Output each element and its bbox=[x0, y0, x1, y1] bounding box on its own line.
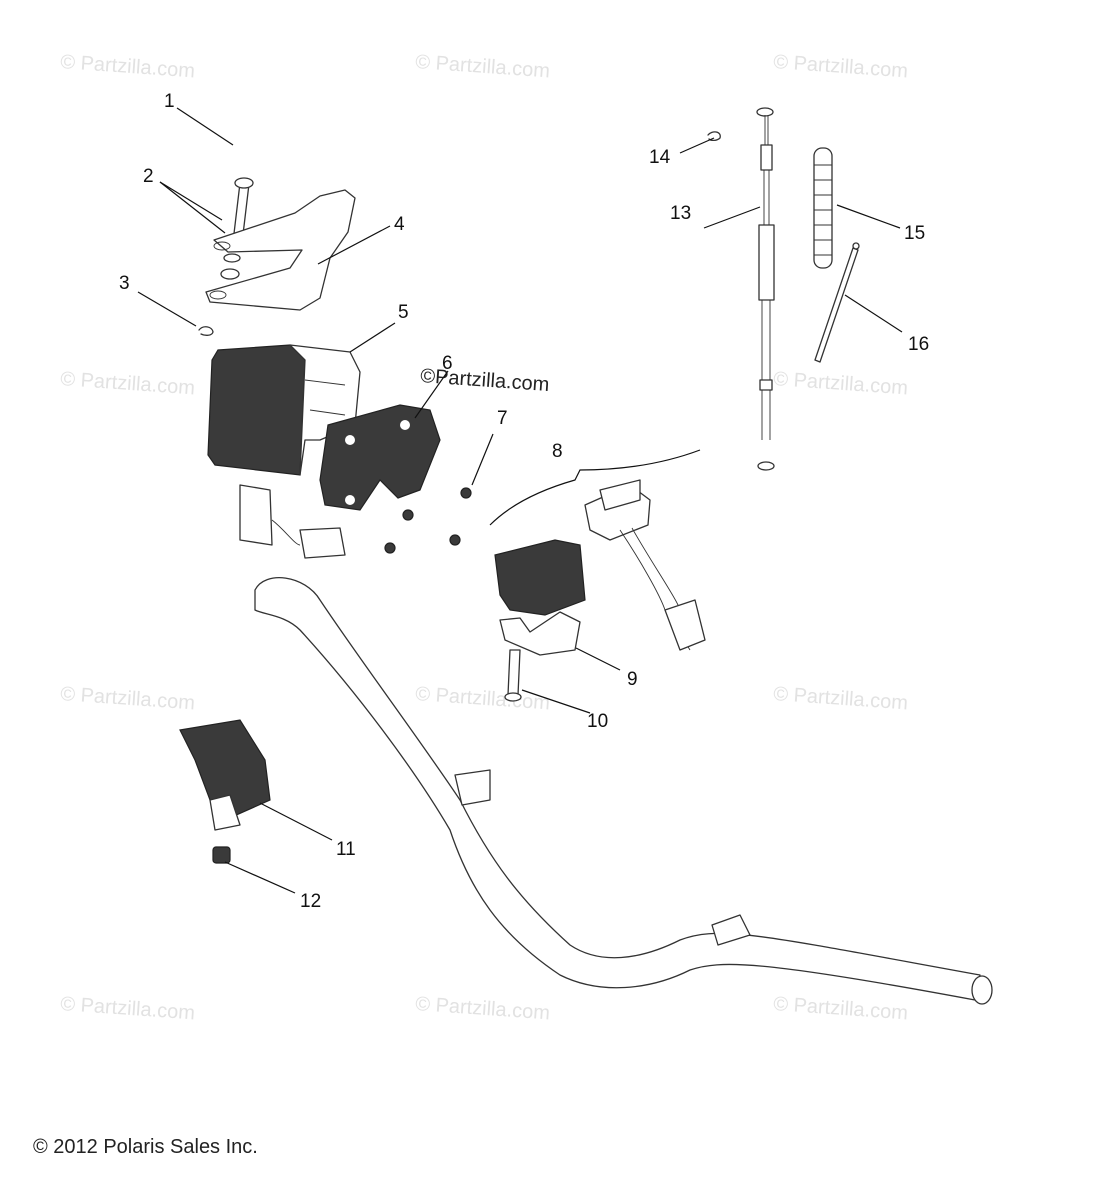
part-10-bolt bbox=[504, 649, 522, 702]
part-4-bracket bbox=[205, 189, 356, 311]
watermark: © Partzilla.com bbox=[60, 993, 196, 1024]
callout-label: 15 bbox=[904, 223, 925, 244]
part-13-cable bbox=[756, 107, 775, 471]
callout-label: 7 bbox=[497, 408, 508, 429]
callout-label: 13 bbox=[670, 203, 691, 224]
callout-label: 3 bbox=[119, 273, 130, 294]
callout-label: 12 bbox=[300, 891, 321, 912]
copyright-text: © 2012 Polaris Sales Inc. bbox=[33, 1136, 258, 1158]
callout-label: 2 bbox=[143, 166, 154, 187]
part-6-cover bbox=[319, 404, 441, 511]
part-3-clip bbox=[198, 326, 214, 336]
part-11-bracket bbox=[179, 719, 271, 831]
leader-lines bbox=[137, 107, 903, 894]
watermark: © Partzilla.com bbox=[773, 368, 909, 399]
watermark: © Partzilla.com bbox=[773, 51, 909, 82]
callout-labels: 1 2 3 4 5 6 7 8 9 10 11 12 13 14 15 16 bbox=[119, 91, 929, 912]
part-15-sleeve bbox=[813, 147, 833, 269]
handlebar bbox=[254, 577, 993, 1005]
callout-label: 8 bbox=[552, 441, 563, 462]
watermark: © Partzilla.com bbox=[60, 51, 196, 82]
watermark: © Partzilla.com bbox=[415, 51, 551, 82]
watermark: © Partzilla.com bbox=[773, 993, 909, 1024]
part-16-tie bbox=[814, 242, 860, 363]
part-9-clamp bbox=[499, 611, 581, 656]
center-watermark: ©Partzilla.com bbox=[420, 365, 550, 396]
callout-label: 6 bbox=[442, 353, 453, 374]
part-14-clip bbox=[707, 131, 721, 142]
watermark: © Partzilla.com bbox=[773, 683, 909, 714]
callout-label: 10 bbox=[587, 711, 608, 732]
part-5-housing bbox=[207, 344, 361, 559]
part-12-plug bbox=[212, 846, 231, 864]
part-8-switch bbox=[494, 479, 706, 651]
callout-label: 9 bbox=[627, 669, 638, 690]
watermark: © Partzilla.com bbox=[60, 683, 196, 714]
part-7-screws bbox=[384, 487, 472, 554]
callout-label: 16 bbox=[908, 334, 929, 355]
watermark: © Partzilla.com bbox=[415, 993, 551, 1024]
callout-label: 5 bbox=[398, 302, 409, 323]
watermark: © Partzilla.com bbox=[60, 368, 196, 399]
callout-label: 1 bbox=[164, 91, 175, 112]
callout-label: 11 bbox=[336, 839, 356, 860]
callout-label: 4 bbox=[394, 214, 405, 235]
part-2-washers bbox=[220, 253, 241, 280]
watermark: © Partzilla.com bbox=[415, 683, 551, 714]
callout-label: 14 bbox=[649, 147, 671, 168]
